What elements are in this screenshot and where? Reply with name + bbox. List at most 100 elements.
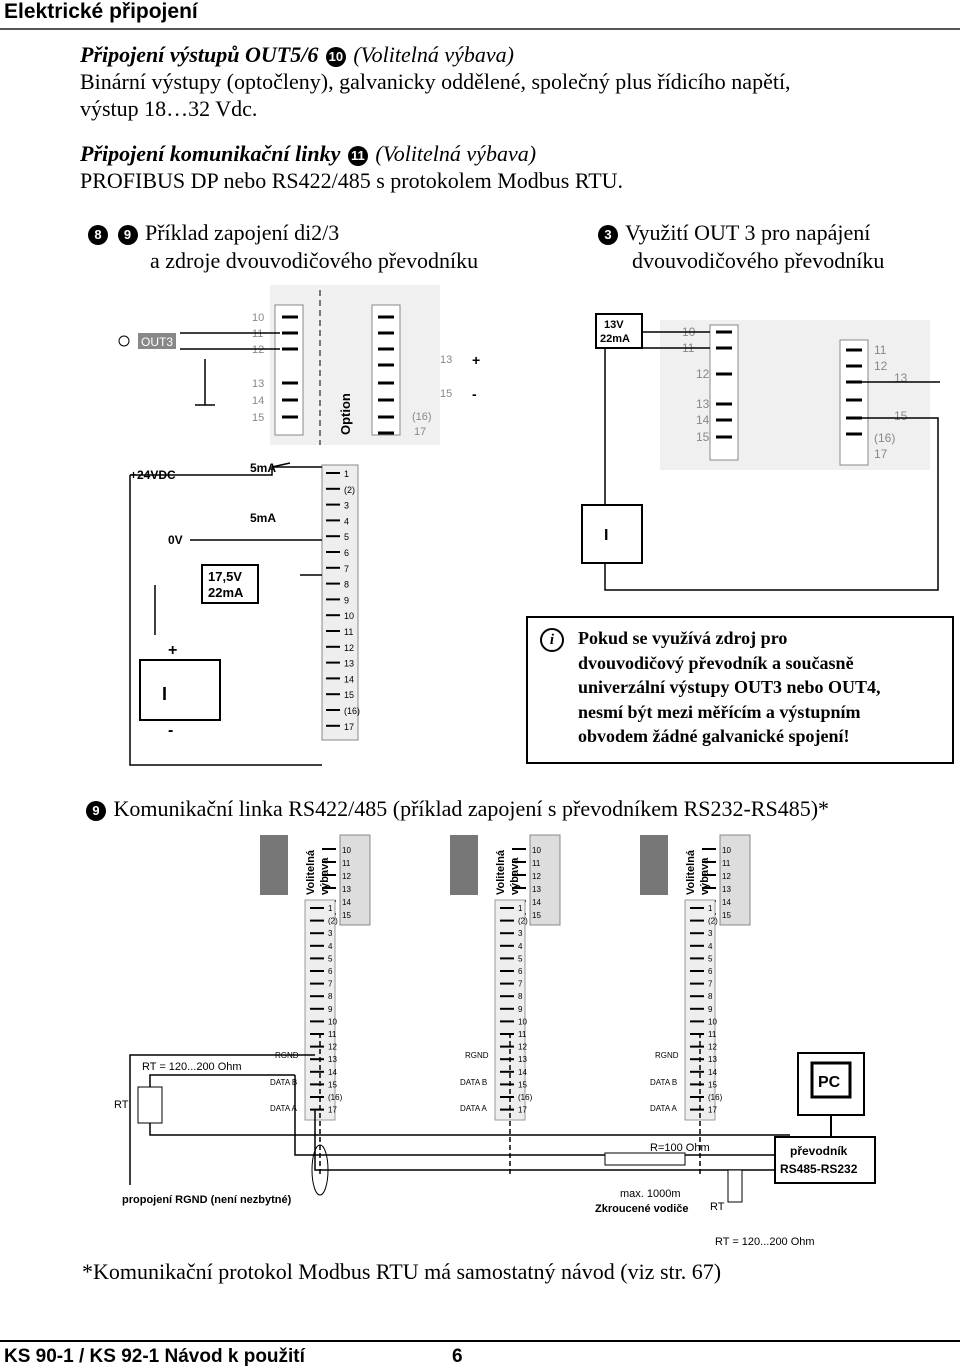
max-length: max. 1000m xyxy=(620,1188,681,1200)
footnote: *Komunikační protokol Modbus RTU má samo… xyxy=(82,1259,722,1284)
info-note-text: Pokud se využívá zdroj pro dvouvodičový … xyxy=(578,626,881,749)
rt-left-symbol: RT xyxy=(114,1099,129,1111)
strip-term-0: 1 xyxy=(344,469,349,479)
strip-term: 12 xyxy=(328,1043,337,1052)
comm-line1: PROFIBUS DP nebo RS422/485 s protokolem … xyxy=(80,168,624,193)
strip-term: (16) xyxy=(518,1093,533,1102)
strip-term-10: 11 xyxy=(344,627,353,637)
strip-term: 17 xyxy=(518,1106,527,1115)
strip-term: 9 xyxy=(518,1005,523,1014)
connector-plus: + xyxy=(168,642,177,659)
device-block-right xyxy=(660,320,930,470)
strip-term: 4 xyxy=(708,942,713,951)
strip-term: 8 xyxy=(328,992,333,1001)
strip-term: 13 xyxy=(518,1055,527,1064)
rterm-b17: 17 xyxy=(874,447,888,461)
resistor-100 xyxy=(604,1152,686,1166)
out3-symbol-icon xyxy=(118,335,130,347)
strip-term: 10 xyxy=(708,1017,717,1026)
data-a-label: DATA A xyxy=(460,1104,487,1113)
data-a-label: DATA A xyxy=(270,1104,297,1113)
strip-term: 14 xyxy=(708,1068,717,1077)
badge-8: 8 xyxy=(88,225,108,245)
out56-heading: Připojení výstupů OUT5/6 10 (Volitelná v… xyxy=(80,41,514,68)
page-header-title: Elektrické připojení xyxy=(4,0,198,23)
connector-minus: - xyxy=(168,722,173,739)
cable-bundle xyxy=(311,1144,329,1196)
comm-example-title: 9 Komunikační linka RS422/485 (příklad z… xyxy=(84,795,829,822)
current-1: 5mA xyxy=(250,461,276,475)
zero-label: 0V xyxy=(168,533,183,547)
strip-term-4: 5 xyxy=(344,532,349,542)
strip-term: 3 xyxy=(328,929,333,938)
out56-line1: Binární výstupy (optočleny), galvanicky … xyxy=(80,69,791,94)
strip-term-16: 17 xyxy=(344,722,354,732)
strip-term: 15 xyxy=(328,1080,337,1089)
vol-label-1: Volitelná xyxy=(305,849,317,895)
option-label: Option xyxy=(338,393,353,435)
page-header: Elektrické připojení xyxy=(0,0,960,30)
top-term: 13 xyxy=(532,885,541,894)
strip-term: 1 xyxy=(518,904,523,913)
strip-term: 14 xyxy=(328,1068,337,1077)
note-line-4: nesmí být mezi měřícím a výstupním xyxy=(578,701,861,722)
data-b-label: DATA B xyxy=(650,1078,677,1087)
transmitter-connector-right xyxy=(581,504,643,564)
strip-term-3: 4 xyxy=(344,516,349,526)
badge-3: 3 xyxy=(598,225,618,245)
out3-box xyxy=(595,313,643,349)
strip-term-14: 15 xyxy=(344,690,354,700)
out3-label: OUT3 xyxy=(141,335,173,349)
strip-term: 6 xyxy=(328,967,333,976)
pc-label: PC xyxy=(818,1074,841,1091)
top-term: 12 xyxy=(532,872,541,881)
term-12: 12 xyxy=(252,344,264,356)
twisted-pair-label: Zkroucené vodiče xyxy=(595,1203,689,1215)
top-term: 14 xyxy=(532,898,541,907)
top-terminal-block xyxy=(529,834,561,926)
strip-term: 12 xyxy=(708,1043,717,1052)
term-15: 15 xyxy=(252,412,264,424)
term-11: 11 xyxy=(252,328,263,340)
note-line-2: dvouvodičový převodník a současně xyxy=(578,652,854,673)
top-term: 15 xyxy=(532,911,541,920)
strip-term: 11 xyxy=(328,1030,337,1039)
strip-term-1: (2) xyxy=(344,485,355,495)
strip-term-9: 10 xyxy=(344,611,354,621)
strip-term: 6 xyxy=(518,967,523,976)
rterm-15: 15 xyxy=(696,430,710,444)
example-left-line1: Příklad zapojení di2/3 xyxy=(145,220,340,245)
terminating-resistor-right xyxy=(727,1169,743,1203)
out56-heading-suffix: (Volitelná výbava) xyxy=(353,42,515,67)
out3-badge xyxy=(138,333,176,349)
term-13: 13 xyxy=(252,378,264,390)
strip-term-15: (16) xyxy=(344,706,360,716)
strip-term: 17 xyxy=(328,1106,337,1115)
rterm-b15: 15 xyxy=(894,409,908,423)
strip-term: (16) xyxy=(708,1093,723,1102)
rgnd-label: RGND xyxy=(655,1051,679,1060)
wiring-diagram-right: 13V 22mA 10 11 12 13 14 15 11 12 13 15 (… xyxy=(581,313,940,591)
strip-term: 4 xyxy=(328,942,333,951)
source-voltage: 17,5V xyxy=(208,569,242,584)
rt-right-label: RT = 120...200 Ohm xyxy=(715,1236,815,1248)
data-a-label: DATA A xyxy=(650,1104,677,1113)
strip-term: 10 xyxy=(518,1017,527,1026)
rgnd-label: RGND xyxy=(465,1051,489,1060)
strip-term-5: 6 xyxy=(344,548,349,558)
source-box xyxy=(201,564,259,604)
example-right-line2: dvouvodičového převodníku xyxy=(632,248,885,273)
top-term: 12 xyxy=(722,872,731,881)
strip-term: (16) xyxy=(328,1093,343,1102)
strip-term: 8 xyxy=(518,992,523,1001)
strip-term: 11 xyxy=(708,1030,717,1039)
plus-13: + xyxy=(472,352,480,368)
strip-term: 5 xyxy=(328,954,333,963)
source-current: 22mA xyxy=(208,585,244,600)
supply-label: +24VDC xyxy=(130,468,176,482)
out3-box-voltage: 13V xyxy=(604,319,624,331)
rterm-b13: 13 xyxy=(894,371,908,385)
strip-term: 13 xyxy=(328,1055,337,1064)
